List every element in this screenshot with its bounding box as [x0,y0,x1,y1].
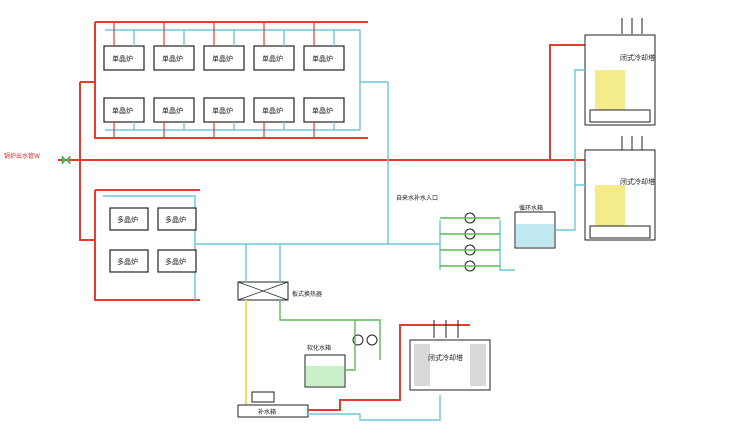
single-furnace-2 [153,45,195,71]
furnace-row-1: 单晶炉 单晶炉 单晶炉 单晶炉 单晶炉 [103,45,345,71]
single-furnace-group [80,21,388,139]
plate-exchanger: 板式换热器 [237,244,381,405]
inlet-label: 锅炉出水管W [4,152,40,160]
single-furnace-label: 单晶炉 [312,106,333,115]
single-furnace-label: 单晶炉 [212,106,233,115]
single-furnace-1 [103,45,145,71]
cooling-tower-lower: 闭式冷却塔 [584,136,656,241]
single-furnace-3 [203,45,245,71]
hot-main-line [58,44,585,161]
multi-furnace-label: 多晶炉 [117,215,138,224]
single-furnace-7 [153,97,195,123]
single-furnace-6 [103,97,145,123]
single-furnace-8 [203,97,245,123]
cooling-tower-label: 闭式冷却塔 [620,177,655,186]
single-furnace-label: 单晶炉 [112,106,133,115]
single-furnace-9 [253,97,295,123]
single-furnace-label: 单晶炉 [312,54,333,63]
cooling-tower-label: 闭式冷却塔 [620,53,655,62]
multi-furnace-4 [157,249,197,273]
circ-tank: 循环水箱 [514,204,556,249]
hot-loop-top [94,21,368,139]
bottom-tank-label: 补水箱 [258,408,276,416]
furnace-row-2: 单晶炉 单晶炉 单晶炉 单晶炉 单晶炉 [103,97,345,123]
multi-furnace-3 [109,249,149,273]
single-furnace-label: 单晶炉 [262,54,283,63]
single-furnace-label: 单晶炉 [162,54,183,63]
multi-furnace-1 [109,207,149,231]
soft-tank-label: 软化水箱 [307,344,331,352]
cooling-tower-bottom: 闭式冷却塔 [409,320,491,391]
single-furnace-10 [303,97,345,123]
bottom-tank: 补水箱 [237,324,470,421]
inlet-valve-icon [61,155,71,165]
circ-tank-label: 循环水箱 [519,204,543,212]
return-line: 自来水补水入口 [230,82,515,271]
multi-furnace-group: 多晶炉 多晶炉 多晶炉 多晶炉 [94,189,230,301]
makeup-water-label: 自来水补水入口 [396,194,438,202]
multi-furnace-label: 多晶炉 [165,257,186,266]
cooling-tower-upper: 闭式冷却塔 [584,18,656,126]
single-furnace-4 [253,45,295,71]
multi-furnace-2 [157,207,197,231]
soft-tank: 软化水箱 [304,320,378,388]
single-furnace-label: 单晶炉 [162,106,183,115]
plate-exchanger-label: 板式换热器 [292,290,322,298]
multi-furnace-label: 多晶炉 [117,257,138,266]
single-furnace-label: 单晶炉 [112,54,133,63]
pump-bank [440,212,500,272]
cold-loop-top [105,29,388,131]
multi-furnace-label: 多晶炉 [165,215,186,224]
pump-icon [366,334,378,346]
single-furnace-label: 单晶炉 [262,106,283,115]
single-furnace-5 [303,45,345,71]
single-furnace-label: 单晶炉 [212,54,233,63]
main-supply: 锅炉出水管W [4,44,585,241]
cooling-tower-label: 闭式冷却塔 [428,353,463,362]
